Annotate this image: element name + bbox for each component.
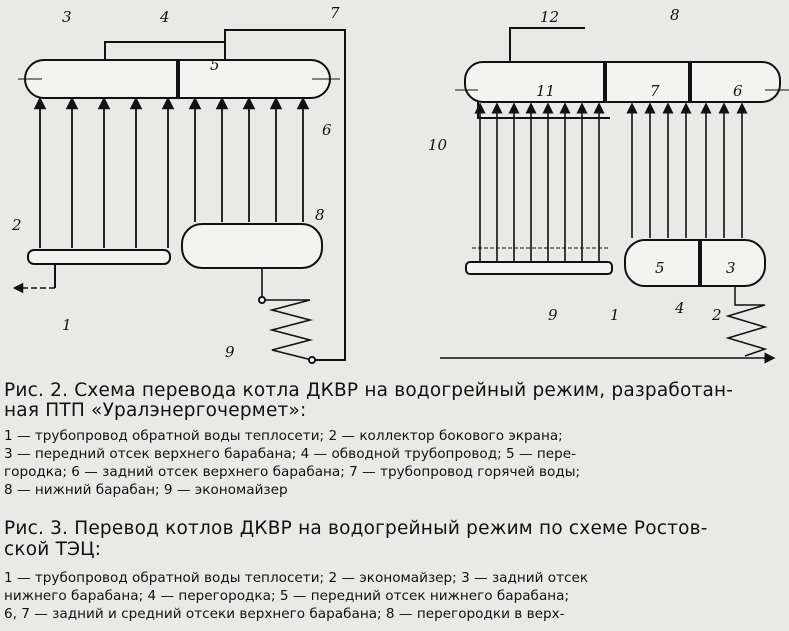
- fig2-label-3: 3: [62, 8, 72, 26]
- fig3-label-1: 1: [610, 306, 620, 324]
- fig2-label-5: 5: [210, 56, 220, 74]
- screen-tubes-fig3: [474, 102, 605, 262]
- lower-drum: [181, 223, 323, 269]
- fig3-label-10: 10: [428, 136, 448, 154]
- fig3-label-4: 4: [674, 299, 685, 317]
- figure-2-caption-title-line2: ная ПТП «Уралэнергочермет»:: [4, 400, 307, 421]
- figure-3-labels: 12 8 11 7 6 10 5 3 4 2 1 9: [428, 6, 743, 324]
- figure-2-legend-line2: 3 — передний отсек верхнего барабана; 4 …: [4, 446, 577, 462]
- fig3-label-8: 8: [670, 6, 680, 24]
- fig3-label-5: 5: [655, 259, 665, 277]
- figure-2-legend-line1: 1 — трубопровод обратной воды теплосети;…: [4, 428, 563, 444]
- fig3-label-11: 11: [536, 82, 555, 100]
- fig3-label-3: 3: [726, 259, 736, 277]
- upper-drum-fig3: [464, 61, 781, 103]
- hot-water-pipeline: [224, 29, 346, 361]
- figure-3-legend-line2: нижнего барабана; 4 — перегородка; 5 — п…: [4, 588, 570, 604]
- figure-3-caption-title-line1: Рис. 3. Перевод котлов ДКВР на водогрейн…: [4, 518, 708, 539]
- fig3-label-2: 2: [711, 306, 722, 324]
- side-screen-tubes: [33, 96, 175, 248]
- fig2-label-2: 2: [11, 216, 22, 234]
- figure-3-legend-line3: 6, 7 — задний и средний отсеки верхнего …: [4, 606, 565, 622]
- lower-drum-fig3: [624, 239, 766, 287]
- fig2-label-6: 6: [322, 121, 332, 139]
- economizer-fig3: [725, 286, 768, 357]
- bottom-collector-fig3: [465, 261, 613, 275]
- fig2-label-7: 7: [330, 4, 340, 22]
- figures-area: 3 4 7 5 6 2 8 1 9: [11, 4, 789, 364]
- side-screen-collector: [27, 249, 171, 265]
- figure-2-legend-line3: городка; 6 — задний отсек верхнего бараб…: [4, 464, 581, 480]
- figure-2-caption-title-line1: Рис. 2. Схема перевода котла ДКВР на вод…: [4, 380, 734, 401]
- fig3-label-7: 7: [650, 82, 660, 100]
- fig2-label-1: 1: [62, 316, 72, 334]
- convective-tubes: [188, 96, 310, 222]
- fig2-label-4: 4: [159, 8, 170, 26]
- figure-3-caption-title-line2: ской ТЭЦ:: [4, 539, 102, 560]
- fig3-label-9: 9: [548, 306, 558, 324]
- figure-2-legend-line4: 8 — нижний барабан; 9 — экономайзер: [4, 482, 288, 498]
- figure-3-diagram: [440, 27, 789, 364]
- fig2-label-9: 9: [225, 343, 235, 361]
- figure-2-diagram: [12, 29, 346, 364]
- convective-tubes-fig3: [626, 102, 748, 238]
- pipeline-12: [509, 27, 585, 62]
- figure-3-legend-line1: 1 — трубопровод обратной воды теплосети;…: [4, 570, 589, 586]
- fig3-label-12: 12: [540, 8, 559, 26]
- fig2-label-8: 8: [315, 206, 325, 224]
- bypass-pipeline: [104, 41, 226, 60]
- figure-2-labels: 3 4 7 5 6 2 8 1 9: [11, 4, 340, 361]
- economizer-coil: [261, 268, 314, 361]
- fig3-label-6: 6: [733, 82, 743, 100]
